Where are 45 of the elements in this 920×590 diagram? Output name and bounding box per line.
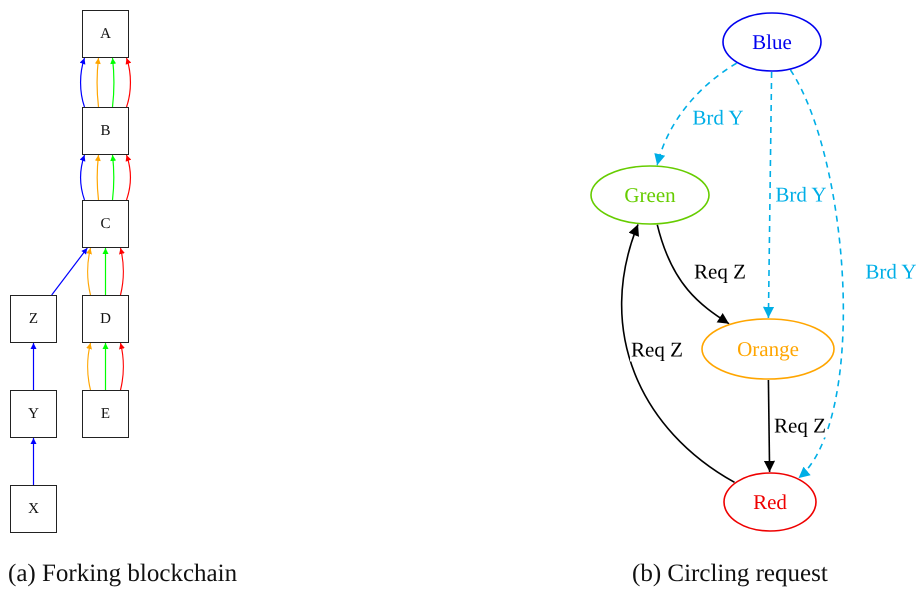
arrow: [118, 248, 125, 296]
arrow: [51, 248, 88, 296]
arrow: [86, 248, 92, 296]
node-label: C: [100, 216, 110, 232]
block-box: [82, 10, 129, 58]
arrow: [80, 58, 86, 108]
arrow: [30, 343, 36, 390]
arrow: [764, 380, 776, 472]
node-label: B: [100, 122, 110, 140]
node-label: Orange: [737, 336, 799, 362]
block-box: [82, 295, 129, 343]
arrow: [94, 154, 101, 200]
node-label: Red: [753, 490, 787, 514]
arrow: [30, 438, 36, 485]
block-box: [82, 200, 129, 248]
node-label: Z: [28, 310, 38, 328]
caption: (a) Forking blockchain: [8, 561, 238, 586]
arrow: [654, 62, 737, 166]
block-box: [82, 390, 129, 438]
node-label: Y: [28, 406, 39, 422]
node-label: Green: [624, 182, 676, 208]
node-label: D: [100, 310, 111, 328]
arrow: [110, 154, 116, 200]
arrow: [102, 248, 108, 295]
block-box: [10, 390, 57, 438]
arrow: [790, 70, 844, 479]
arrow: [762, 72, 774, 318]
caption: (b) Circling request: [632, 561, 828, 586]
arrow: [620, 224, 735, 484]
arrow: [94, 58, 101, 108]
arrow: [102, 343, 108, 390]
arrow: [80, 154, 86, 200]
block-box: [82, 107, 129, 155]
block-box: [10, 485, 57, 533]
node-label: A: [100, 26, 111, 42]
arrow: [125, 154, 132, 200]
node-label: X: [28, 500, 39, 518]
arrow: [125, 58, 132, 108]
node-label: Blue: [752, 30, 792, 54]
arrow: [118, 342, 125, 390]
arrow: [656, 224, 730, 324]
arrow: [110, 58, 116, 108]
arrow: [86, 342, 92, 390]
block-box: [10, 295, 57, 343]
node-label: E: [100, 406, 110, 422]
